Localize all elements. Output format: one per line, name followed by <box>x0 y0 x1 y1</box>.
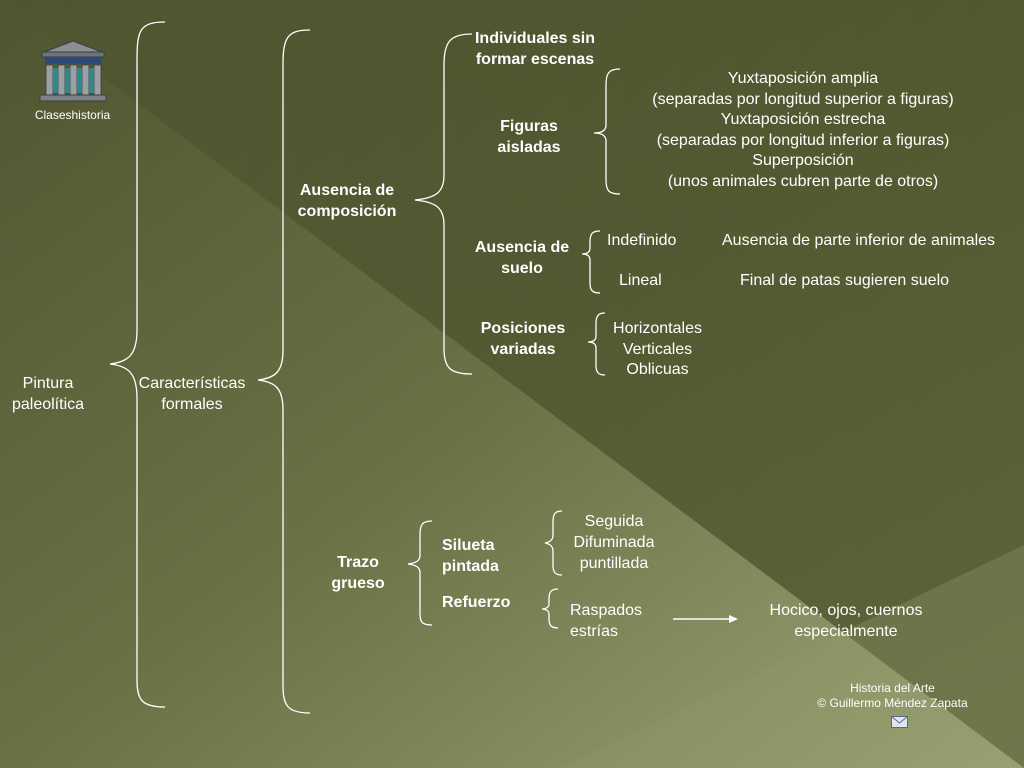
refuerzo-item-1: Raspados <box>570 602 643 619</box>
brace-posiciones <box>587 312 606 376</box>
refuerzo-result: Hocico, ojos, cuernos especialmente <box>769 602 923 640</box>
figuras-item-1: Yuxtaposición amplia <box>727 70 879 87</box>
logo-caption: Claseshistoria <box>34 108 111 122</box>
footer-line-2: © Guillermo Méndez Zapata <box>817 696 968 710</box>
brace-figuras <box>593 68 621 195</box>
brace-caracteristicas <box>257 29 311 714</box>
caracteristicas-node: Características formales <box>138 375 246 413</box>
suelo-desc-1: Ausencia de parte inferior de animales <box>722 232 996 249</box>
trazo-node: Trazo grueso <box>331 554 385 592</box>
mail-icon[interactable] <box>891 716 908 728</box>
figuras-item-4: (separadas por longitud inferior a figur… <box>656 132 950 149</box>
posiciones-item-2: Verticales <box>622 341 693 358</box>
figuras-item-6: (unos animales cubren parte de otros) <box>667 173 939 190</box>
refuerzo-item-2: estrías <box>570 623 619 640</box>
figuras-item-3: Yuxtaposición estrecha <box>720 111 886 128</box>
individuales-node: Individuales sin formar escenas <box>474 30 596 68</box>
brace-composicion <box>414 33 473 375</box>
root-node: Pintura paleolítica <box>11 375 85 413</box>
brace-silueta <box>544 510 563 576</box>
silueta-item-2: Difuminada <box>573 534 655 551</box>
ausencia-suelo-node: Ausencia de suelo <box>474 239 570 277</box>
brace-trazo <box>407 520 433 626</box>
arrow <box>673 615 738 623</box>
refuerzo-node: Refuerzo <box>442 594 511 611</box>
suelo-tipo-2: Lineal <box>619 272 662 289</box>
posiciones-item-1: Horizontales <box>613 320 702 337</box>
suelo-tipo-1: Indefinido <box>607 232 677 249</box>
figuras-item-2: (separadas por longitud superior a figur… <box>652 91 954 108</box>
brace-refuerzo <box>541 588 559 629</box>
posiciones-item-3: Oblicuas <box>626 361 689 378</box>
figuras-aisladas-node: Figuras aisladas <box>497 118 561 156</box>
suelo-desc-2: Final de patas sugieren suelo <box>740 272 950 289</box>
temple-logo-icon <box>39 40 107 102</box>
silueta-node: Silueta pintada <box>442 537 499 575</box>
silueta-item-1: Seguida <box>584 513 644 530</box>
ausencia-composicion-node: Ausencia de composición <box>297 182 397 220</box>
figuras-item-5: Superposición <box>752 152 854 169</box>
silueta-item-3: puntillada <box>579 555 649 572</box>
footer-line-1: Historia del Arte <box>850 681 935 695</box>
posiciones-node: Posiciones variadas <box>480 320 566 358</box>
brace-suelo <box>581 230 601 294</box>
brace-root <box>109 21 166 708</box>
